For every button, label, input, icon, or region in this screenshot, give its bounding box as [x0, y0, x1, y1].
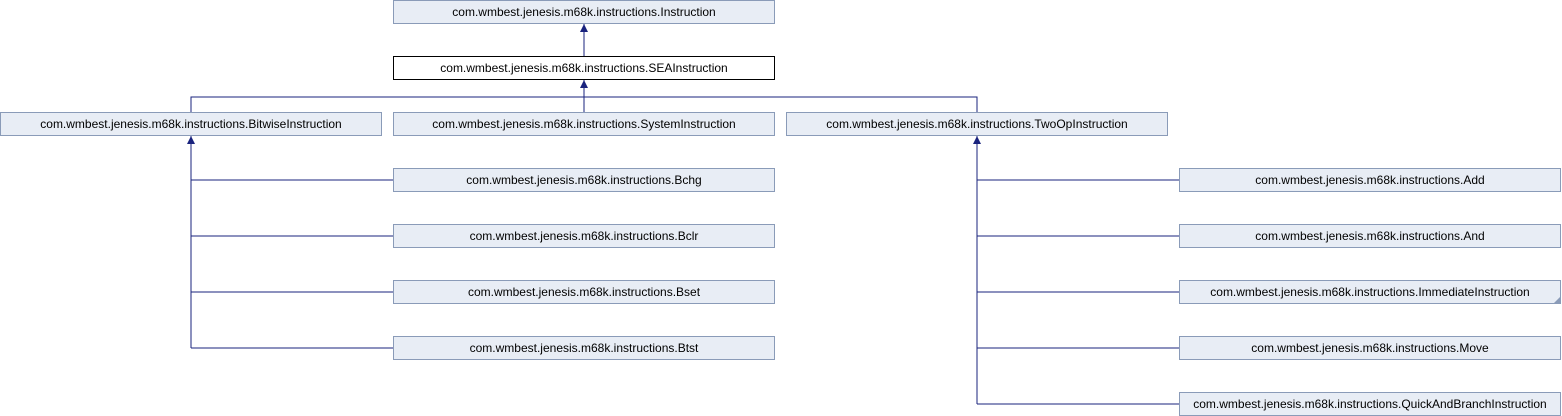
- node-bset[interactable]: com.wmbest.jenesis.m68k.instructions.Bse…: [393, 280, 775, 304]
- node-system-instruction[interactable]: com.wmbest.jenesis.m68k.instructions.Sys…: [393, 112, 775, 136]
- node-and[interactable]: com.wmbest.jenesis.m68k.instructions.And: [1179, 224, 1561, 248]
- node-bitwise-instruction[interactable]: com.wmbest.jenesis.m68k.instructions.Bit…: [0, 112, 382, 136]
- edge-bitwise-to-sea: [190, 96, 584, 113]
- node-add[interactable]: com.wmbest.jenesis.m68k.instructions.Add: [1179, 168, 1561, 192]
- collapsed-subtree-icon: [1554, 297, 1560, 303]
- node-sea-instruction: com.wmbest.jenesis.m68k.instructions.SEA…: [393, 56, 775, 80]
- node-twoop-instruction[interactable]: com.wmbest.jenesis.m68k.instructions.Two…: [786, 112, 1168, 136]
- node-immediate-instruction-label: com.wmbest.jenesis.m68k.instructions.Imm…: [1210, 285, 1530, 299]
- node-move[interactable]: com.wmbest.jenesis.m68k.instructions.Mov…: [1179, 336, 1561, 360]
- node-bchg[interactable]: com.wmbest.jenesis.m68k.instructions.Bch…: [393, 168, 775, 192]
- edge-twoop-to-sea: [584, 96, 978, 113]
- node-immediate-instruction[interactable]: com.wmbest.jenesis.m68k.instructions.Imm…: [1179, 280, 1561, 304]
- node-btst[interactable]: com.wmbest.jenesis.m68k.instructions.Bts…: [393, 336, 775, 360]
- node-instruction[interactable]: com.wmbest.jenesis.m68k.instructions.Ins…: [393, 0, 775, 24]
- node-bclr[interactable]: com.wmbest.jenesis.m68k.instructions.Bcl…: [393, 224, 775, 248]
- node-quick-and-branch-instruction[interactable]: com.wmbest.jenesis.m68k.instructions.Qui…: [1179, 392, 1561, 416]
